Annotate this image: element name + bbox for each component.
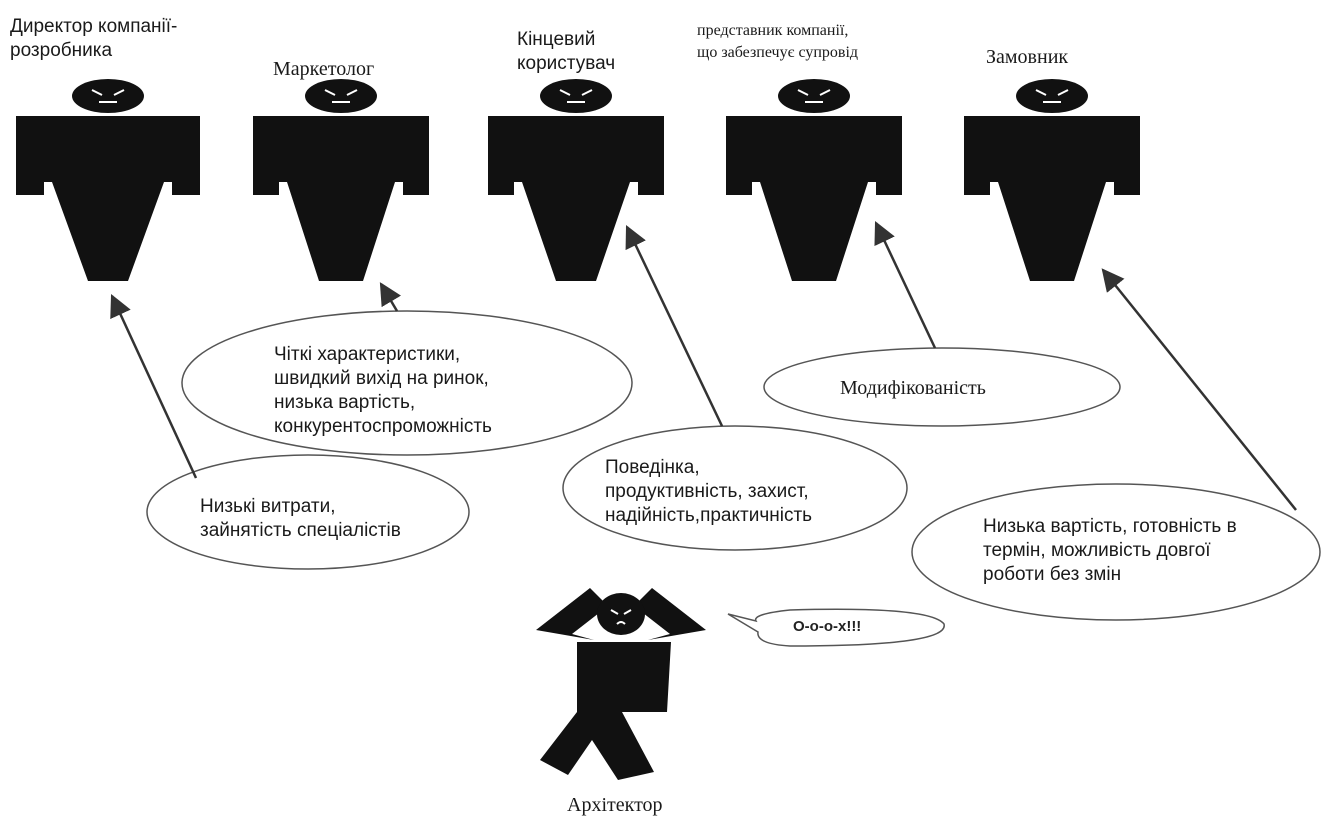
bubble-text-customer: Низька вартість, готовність в термін, мо… [983, 516, 1237, 585]
stakeholder-label-customer: Замовник [986, 46, 1069, 68]
bubble-text-marketer: Чіткі характеристики, швидкий вихід на р… [274, 344, 492, 437]
stakeholder-figure-support-rep [726, 79, 902, 281]
shout-bubble [727, 608, 945, 647]
arrow-to-customer [1101, 268, 1297, 511]
stakeholder-label-marketer: Маркетолог [273, 58, 375, 80]
bubble-end-user [562, 425, 908, 551]
architect-label: Архітектор [567, 794, 663, 816]
bubble-text-director: Низькі витрати, зайнятість спеціалістів [200, 496, 401, 541]
bubble-support-rep [763, 347, 1121, 427]
architect-figure [536, 588, 706, 780]
stakeholder-figure-marketer [253, 79, 429, 281]
bubble-director [146, 454, 470, 570]
stakeholder-figure-customer [964, 79, 1140, 281]
stakeholder-figure-end-user [488, 79, 664, 281]
bubble-text-end-user: Поведінка, продуктивність, захист, надій… [605, 457, 813, 526]
arrow-to-director [110, 293, 198, 479]
bubble-marketer [181, 310, 633, 456]
arrow-to-end-user [625, 224, 724, 427]
bubble-text-support-rep: Модифікованість [840, 377, 986, 399]
arrow-to-marketer [379, 282, 402, 312]
stakeholder-figure-director [16, 79, 200, 281]
stakeholder-label-support-rep: представник компанії, що забезпечує супр… [697, 22, 859, 61]
architect-shout-text: О-о-о-х!!! [793, 618, 862, 635]
bubble-customer [911, 483, 1321, 621]
stakeholder-label-end-user: Кінцевий користувач [517, 29, 616, 74]
stakeholder-label-director: Директор компанії- розробника [10, 16, 178, 61]
arrow-to-support-rep [874, 220, 937, 349]
